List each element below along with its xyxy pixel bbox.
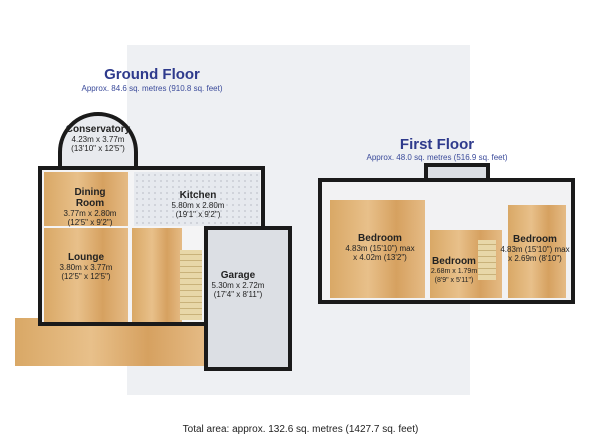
conservatory — [58, 112, 138, 174]
room-imperial: x 2.69m (8'10") — [508, 254, 562, 263]
bedroom-1-label: Bedroom 4.83m (15'10") max x 4.02m (13'2… — [330, 233, 430, 262]
room-dims: 5.80m x 2.80m — [171, 201, 225, 210]
room-name: Lounge — [67, 252, 105, 263]
bedroom-3 — [508, 205, 566, 298]
room-imperial: (8'9" x 5'11") — [434, 277, 474, 284]
staircase — [180, 250, 202, 320]
hall — [132, 228, 182, 322]
room-dims: 3.77m x 2.80m — [63, 209, 117, 218]
garage — [204, 226, 292, 371]
staircase-upper — [478, 240, 496, 280]
lounge — [44, 228, 128, 322]
room-dims: 5.30m x 2.72m — [211, 281, 265, 290]
bedroom-2-label: Bedroom 2.68m x 1.79m (8'9" x 5'11") — [424, 256, 484, 285]
room-name: Kitchen — [179, 190, 217, 201]
room-imperial: (13'10" x 12'5") — [71, 144, 125, 153]
room-imperial: x 4.02m (13'2") — [353, 253, 407, 262]
lounge-label: Lounge 3.80m x 3.77m (12'5" x 12'5") — [46, 252, 126, 281]
room-imperial: (17'4" x 8'11") — [213, 290, 263, 299]
room-name: Bedroom — [358, 233, 402, 244]
room-dims: 4.83m (15'10") max — [345, 244, 415, 253]
kitchen-label: Kitchen 5.80m x 2.80m (19'1" x 9'2") — [148, 190, 248, 219]
bedroom-1 — [330, 200, 425, 298]
room-imperial: (12'5" x 9'2") — [67, 218, 113, 227]
room-name: Bedroom — [432, 256, 476, 267]
room-dims: 4.83m (15'10") max — [500, 245, 570, 254]
ground-floor-title: Ground Floor — [104, 66, 200, 83]
room-name: Conservatory — [65, 124, 131, 135]
room-imperial: (19'1" x 9'2") — [175, 210, 221, 219]
kitchen — [134, 172, 260, 226]
room-name: Dining Room — [74, 187, 106, 209]
patio-floor — [15, 318, 205, 366]
room-name: Bedroom — [513, 234, 557, 245]
room-imperial: (12'5" x 12'5") — [61, 272, 111, 281]
first-floor-title: First Floor — [399, 136, 475, 153]
first-floor-area: Approx. 48.0 sq. metres (516.9 sq. feet) — [366, 153, 508, 162]
conservatory-label: Conservatory 4.23m x 3.77m (13'10" x 12'… — [48, 124, 148, 153]
room-dims: 2.68m x 1.79m — [430, 268, 478, 275]
room-dims: 3.80m x 3.77m — [59, 263, 113, 272]
room-name: Garage — [220, 270, 256, 281]
bedroom-3-label: Bedroom 4.83m (15'10") max x 2.69m (8'10… — [490, 234, 580, 263]
total-area: Total area: approx. 132.6 sq. metres (14… — [182, 424, 419, 435]
ground-floor-area: Approx. 84.6 sq. metres (910.8 sq. feet) — [81, 84, 223, 93]
garage-label: Garage 5.30m x 2.72m (17'4" x 8'11") — [203, 270, 273, 299]
room-dims: 4.23m x 3.77m — [71, 135, 125, 144]
dining-room-label: Dining Room 3.77m x 2.80m (12'5" x 9'2") — [52, 187, 128, 227]
dining-room — [44, 172, 128, 226]
